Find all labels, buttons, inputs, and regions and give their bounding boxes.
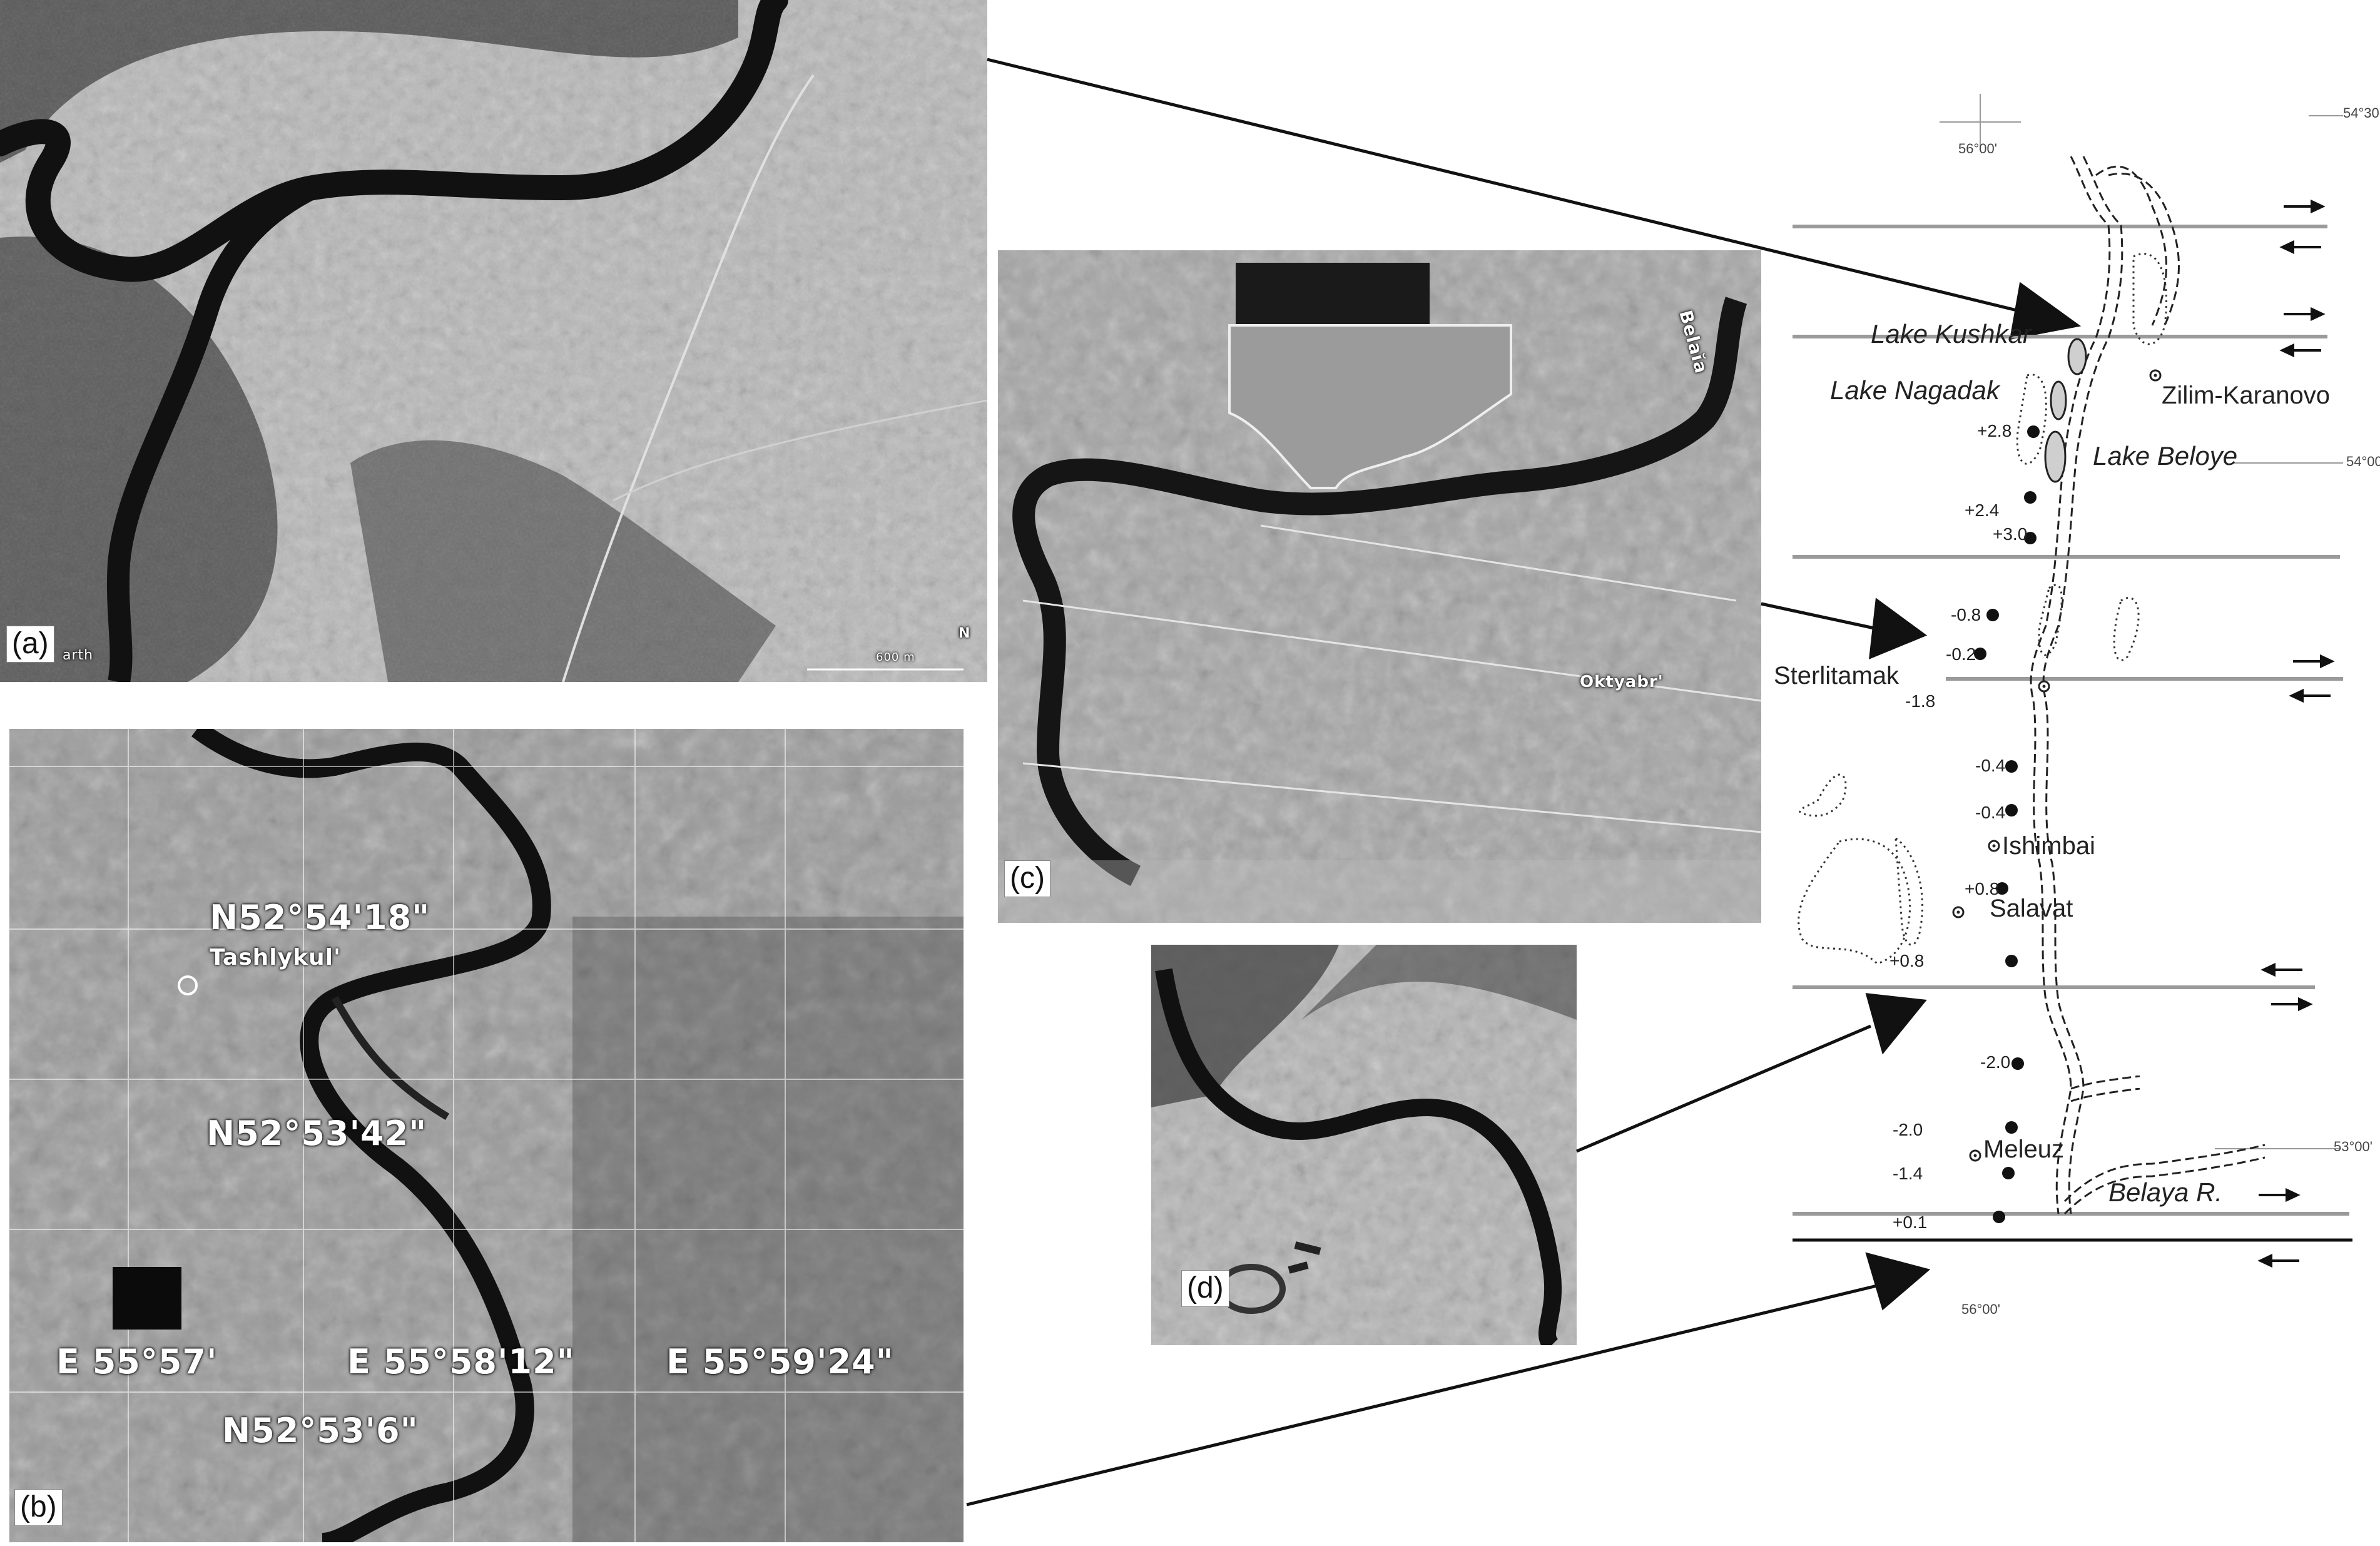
value-label: -0.4 [1975, 803, 2006, 822]
satellite-image-b [9, 729, 964, 1542]
satellite-panel-a: (a) arth 600 m N [0, 0, 987, 682]
town-label-ishimbai: Ishimbai [2002, 832, 2095, 860]
value-label: -1.4 [1893, 1164, 1923, 1183]
value-label: +2.4 [1965, 501, 2000, 520]
panel-label-a: (a) [6, 626, 54, 663]
value-label: -1.8 [1905, 691, 1936, 711]
connector-b [966, 1284, 1878, 1507]
river-label-belaya: Belaya R. [2108, 1177, 2223, 1207]
value-label: -0.2 [1946, 644, 1976, 664]
coord-top-lon: 56°00' [1958, 141, 1997, 156]
arrowhead-a [2009, 282, 2082, 340]
coord-label-e1: E 55°57' [56, 1342, 218, 1381]
panel-label-b: (b) [14, 1489, 63, 1526]
coord-top-right-lat: 54°30' [2343, 105, 2380, 121]
coord-label-n3: N52°53'6" [222, 1411, 419, 1450]
arrowhead-b [1865, 1252, 1931, 1311]
value-label: +0.8 [1889, 951, 1925, 970]
town-label-tashlykul: Tashlykul' [210, 945, 342, 970]
connector-a [987, 58, 2028, 315]
value-label: -0.8 [1951, 605, 1981, 624]
coord-label-n1: N52°54'18" [210, 898, 430, 937]
value-label: -0.4 [1975, 756, 2006, 775]
satellite-panel-c: Belaĭa Oktyabr' (c) [998, 250, 1761, 923]
panel-label-d: (d) [1181, 1270, 1229, 1307]
value-label: -2.0 [1980, 1052, 2011, 1072]
arrowhead-c [1869, 598, 1928, 659]
coord-label-e2: E 55°58'12" [347, 1342, 575, 1381]
connector-d [1576, 1024, 1871, 1153]
lake-label-kushkar: Lake Kushkar [1871, 319, 2032, 348]
lake-label-nagadak: Lake Nagadak [1830, 375, 2000, 405]
satellite-image-c [998, 250, 1761, 923]
arrowhead-d [1865, 993, 1927, 1055]
value-label: +3.0 [1993, 524, 2028, 544]
town-label-sterlitamak: Sterlitamak [1774, 662, 1899, 689]
coord-bottom-lon: 56°00' [1961, 1301, 2000, 1317]
value-label: +0.8 [1965, 879, 2000, 898]
value-label: -2.0 [1893, 1120, 1923, 1139]
value-label: +2.8 [1977, 421, 2012, 440]
coord-lower-lat: 53°00' [2334, 1139, 2372, 1154]
town-label-salavat: Salavat [1990, 895, 2073, 922]
coord-label-n2: N52°53'42" [206, 1114, 427, 1153]
lake-label-beloye: Lake Beloye [2093, 441, 2238, 470]
town-label-oktyabr: Oktyabr' [1580, 673, 1664, 691]
satellite-panel-b: N52°54'18" Tashlykul' N52°53'42" N52°53'… [9, 729, 964, 1542]
town-label-zilim-karanovo: Zilim-Karanovo [2162, 382, 2330, 409]
panel-label-c: (c) [1004, 860, 1050, 897]
town-label-meleuz: Meleuz [1983, 1136, 2064, 1163]
connector-c [1761, 602, 1878, 631]
coord-label-e3: E 55°59'24" [666, 1342, 894, 1381]
coord-mid-lat: 54°00' [2346, 454, 2380, 469]
imagery-credit-text: arth [63, 648, 94, 663]
satellite-image-a [0, 0, 987, 682]
north-arrow-icon: N [959, 626, 971, 641]
satellite-panel-d: (d) [1151, 945, 1577, 1345]
value-label: +0.1 [1893, 1213, 1928, 1232]
scale-bar-label: 600 m [876, 651, 915, 664]
